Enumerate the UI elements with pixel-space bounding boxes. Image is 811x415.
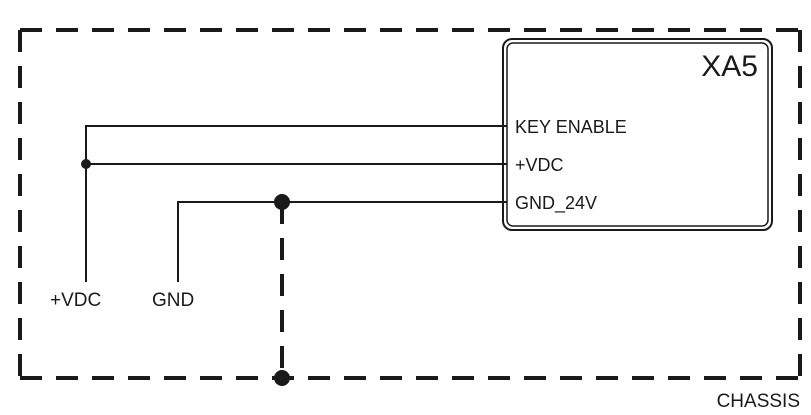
terminal-vdc-label: +VDC (50, 290, 101, 311)
pin-gnd-24v: GND_24V (515, 193, 597, 214)
module-title: XA5 (701, 50, 758, 83)
gnd-junction-node (274, 194, 290, 210)
pin-key-enable: KEY ENABLE (515, 117, 627, 137)
module-xa5: XA5 KEY ENABLE +VDC GND_24V (502, 38, 773, 231)
terminal-gnd-label: GND (152, 290, 194, 311)
chassis-junction-node (274, 370, 290, 386)
pin-vdc: +VDC (515, 155, 564, 175)
module-outer-border (502, 38, 773, 231)
chassis-label: CHASSIS (717, 391, 800, 412)
vdc-junction-node (81, 159, 91, 169)
module-inner-border (506, 42, 769, 227)
gnd-wire (177, 201, 507, 282)
key-enable-wire (85, 125, 507, 282)
